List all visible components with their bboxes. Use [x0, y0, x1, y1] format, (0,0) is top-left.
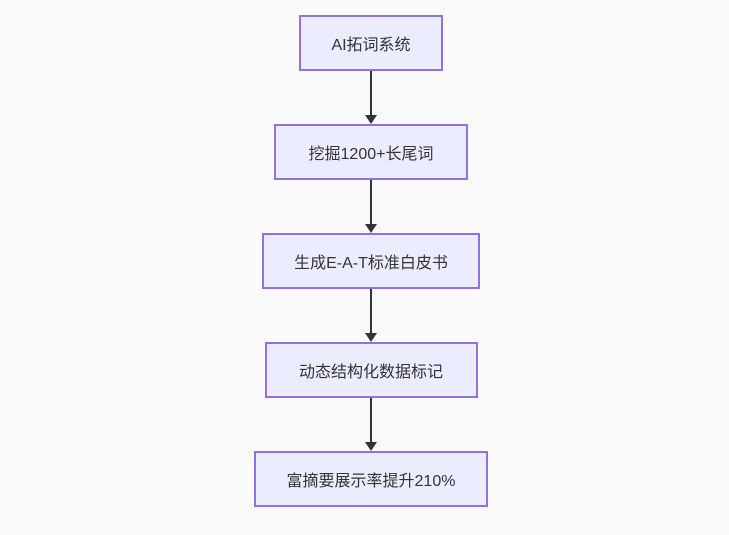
flow-node-label: 生成E-A-T标准白皮书: [294, 255, 448, 272]
flow-edge-2-3: [365, 180, 377, 233]
arrow-down-icon: [365, 224, 377, 233]
flow-edge-4-5: [365, 398, 377, 451]
flow-edge-3-4: [365, 289, 377, 342]
flow-node-longtail-mining: 挖掘1200+长尾词: [274, 124, 468, 180]
flow-node-eat-whitepaper: 生成E-A-T标准白皮书: [262, 233, 480, 289]
flow-node-label: 动态结构化数据标记: [298, 364, 443, 381]
flow-node-rich-snippet-result: 富摘要展示率提升210%: [254, 451, 488, 507]
arrow-line: [370, 71, 372, 115]
arrow-line: [370, 398, 372, 442]
arrow-down-icon: [365, 115, 377, 124]
arrow-line: [370, 180, 372, 224]
arrow-down-icon: [365, 333, 377, 342]
arrow-down-icon: [365, 442, 377, 451]
flow-node-label: 富摘要展示率提升210%: [286, 473, 456, 490]
flow-node-structured-data-markup: 动态结构化数据标记: [264, 342, 478, 398]
flowchart-column: AI拓词系统 挖掘1200+长尾词 生成E-A-T标准白皮书 动态结构化数据标记: [254, 15, 488, 507]
flow-node-label: 挖掘1200+长尾词: [308, 146, 434, 163]
flow-edge-1-2: [365, 71, 377, 124]
arrow-line: [370, 289, 372, 333]
flow-node-ai-word-expansion: AI拓词系统: [299, 15, 443, 71]
flow-node-label: AI拓词系统: [331, 37, 411, 54]
